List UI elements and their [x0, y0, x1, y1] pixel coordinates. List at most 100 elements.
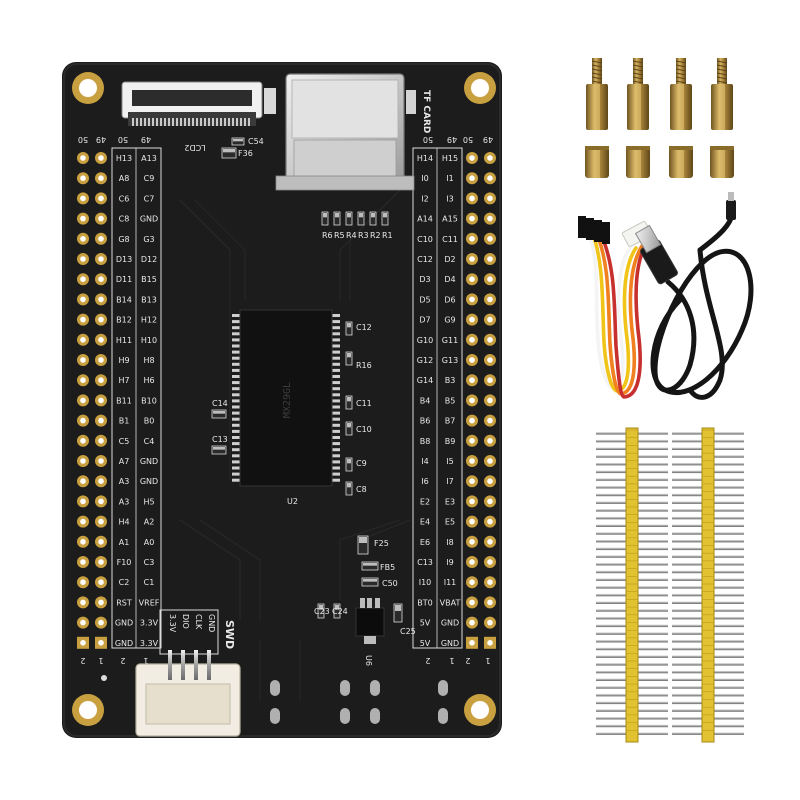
right-pin-label: B7: [445, 417, 456, 426]
left-pin-label: H6: [143, 376, 154, 385]
right-pin-label: I11: [444, 578, 457, 587]
smd-f36: [221, 147, 237, 159]
left-pin-label: H8: [143, 356, 154, 365]
left-pin-label: H9: [118, 356, 129, 365]
pin-number-top-right-d: 49: [483, 135, 493, 144]
right-pin-label: H15: [442, 154, 458, 163]
right-pin-label: E2: [420, 497, 430, 506]
right-pin-label: B8: [420, 437, 431, 446]
swd-pin-label: GND: [207, 614, 216, 632]
pin-header-strip: [596, 427, 668, 743]
right-pin-label: GND: [441, 619, 459, 628]
right-pin-label: I2: [421, 194, 428, 203]
left-pin-label: B15: [141, 275, 157, 284]
swd-pin-label: CLK: [194, 614, 203, 630]
right-pin-label: D4: [444, 275, 455, 284]
right-pin-label: I8: [446, 538, 453, 547]
mounting-holes: [72, 72, 496, 726]
right-pin-label: A15: [442, 215, 458, 224]
left-pin-label: F10: [117, 558, 132, 567]
lcd-fpc-connector: LCD2: [121, 81, 276, 152]
ref-r16: R16: [356, 361, 372, 370]
smd-f25: [357, 535, 369, 555]
left-pin-label: A13: [141, 154, 157, 163]
left-label-frame: [111, 147, 162, 649]
right-pin-label: I6: [421, 477, 428, 486]
smd-c54: [231, 137, 245, 146]
pin-header-strip: [672, 427, 744, 743]
left-pin-label: D12: [141, 255, 157, 264]
pin-numbers: 50 49 50 49 50 49 50 49 2 1 2 1 2 1 2 1: [78, 135, 493, 665]
smd-r2: [369, 211, 377, 226]
smd-r6: [321, 211, 329, 226]
right-pin-label: E6: [420, 538, 430, 547]
left-pin-label: 3.3V: [140, 619, 159, 628]
left-pin-label: A8: [119, 174, 130, 183]
smd-fb5: [361, 561, 379, 571]
right-pin-label: I5: [446, 457, 453, 466]
left-pin-label: H4: [118, 518, 129, 527]
voltage-regulator: U6: [355, 598, 385, 666]
standoff: [711, 58, 733, 130]
nut: [710, 146, 734, 178]
ref-c54: C54: [248, 137, 264, 146]
swd-dupont-cable: [578, 216, 653, 399]
left-pin-label: H13: [116, 154, 132, 163]
left-pin-label: A2: [144, 518, 155, 527]
smd-r5: [333, 211, 341, 226]
right-pin-label: G12: [417, 356, 433, 365]
swd-pin-label: 3.3V: [168, 614, 177, 633]
pin-number-bottom-mid-a: 2: [120, 656, 125, 665]
right-pin-label: I10: [419, 578, 432, 587]
pin-number-bottom-right-a: 2: [425, 656, 430, 665]
nut: [626, 146, 650, 178]
right-pin-label: I1: [446, 174, 453, 183]
left-pin-label: H11: [116, 336, 132, 345]
right-pin-label: D2: [444, 255, 455, 264]
left-pin-label: C7: [144, 194, 155, 203]
smd-c14: [211, 409, 227, 419]
pin-number-bottom-right-d: 1: [485, 656, 490, 665]
right-pin-label: G9: [444, 316, 455, 325]
nut: [585, 146, 609, 178]
smd-c12: [345, 321, 353, 336]
left-pin-label: B14: [116, 295, 132, 304]
left-pin-label: C1: [144, 578, 155, 587]
smd-c8: [345, 481, 353, 496]
left-pin-label: H7: [118, 376, 129, 385]
ref-r3: R3: [358, 231, 369, 240]
pin-number-top-right-a: 50: [423, 135, 433, 144]
ref-c23: C23: [314, 607, 330, 616]
pin-number-top-left-a: 50: [78, 135, 88, 144]
right-pin-label: C11: [442, 235, 458, 244]
left-pin-label: B0: [144, 417, 155, 426]
right-pin-label: A14: [417, 215, 433, 224]
pin-header-holes: [77, 152, 496, 649]
standoff: [670, 58, 692, 130]
left-pin-label: A3: [119, 477, 130, 486]
smd-c25: [393, 603, 403, 623]
swd-label: SWD: [223, 620, 236, 649]
left-pin-label: C3: [144, 558, 155, 567]
ref-r1: R1: [382, 231, 393, 240]
ref-c10: C10: [356, 425, 372, 434]
ref-f25: F25: [374, 539, 389, 548]
right-pin-label: GND: [441, 639, 459, 648]
ref-f36: F36: [238, 149, 253, 158]
right-label-frame: [412, 147, 463, 649]
left-pin-label: C2: [119, 578, 130, 587]
left-pin-label: C6: [119, 194, 130, 203]
tf-card-slot: TF CARD: [275, 73, 431, 191]
right-pin-label: D7: [419, 316, 430, 325]
pcb-traces: [179, 189, 411, 700]
pin-number-bottom-right-b: 1: [449, 656, 454, 665]
left-pin-label: H5: [143, 497, 154, 506]
left-pin-label: H10: [141, 336, 157, 345]
left-pin-label: GND: [140, 457, 158, 466]
pin-number-top-right-b: 49: [447, 135, 457, 144]
chip-ref: U2: [287, 497, 298, 506]
